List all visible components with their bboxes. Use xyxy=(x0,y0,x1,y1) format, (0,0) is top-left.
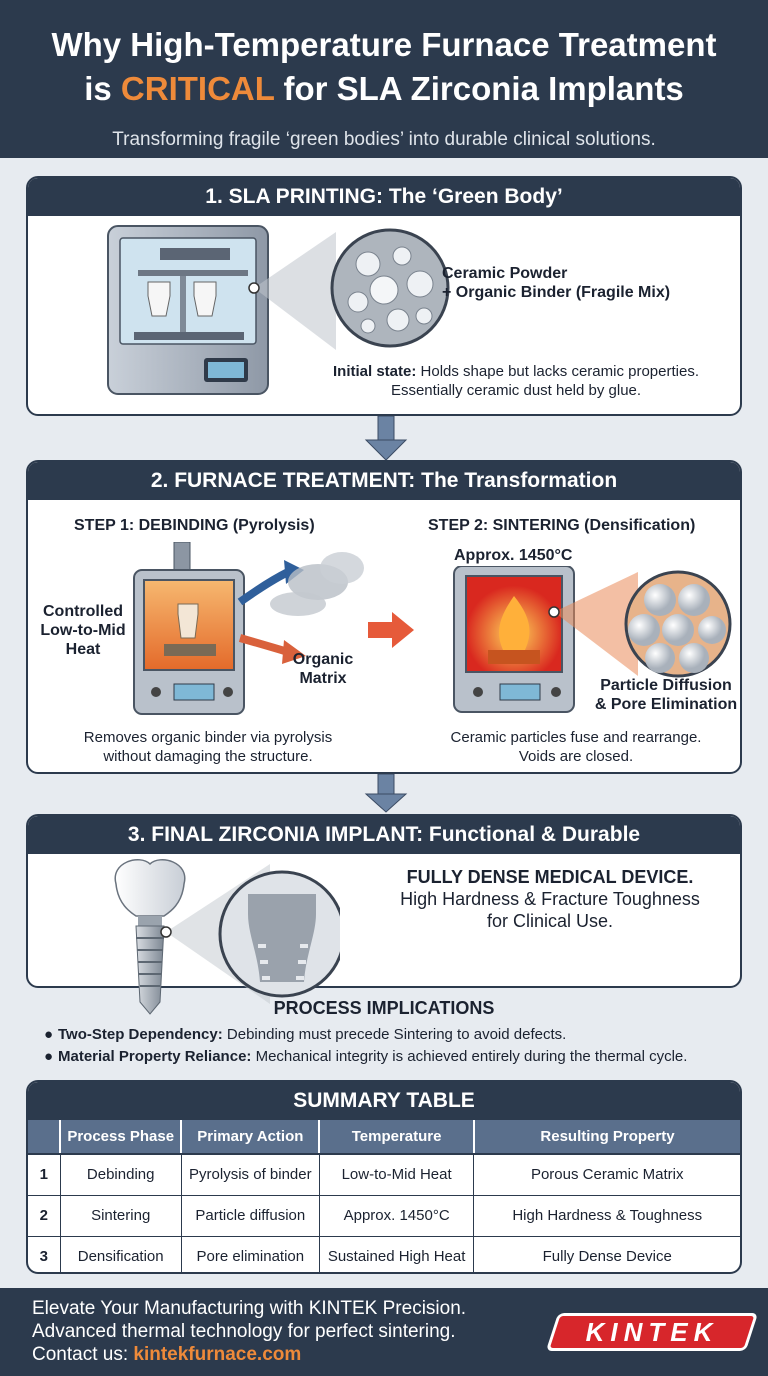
organic-matrix-label: Organic Matrix xyxy=(292,651,354,687)
list-item: ● Material Property Reliance: Mechanical… xyxy=(44,1046,754,1068)
table-header-row: Process Phase Primary Action Temperature… xyxy=(28,1120,740,1155)
bullet-icon: ● xyxy=(44,1048,54,1065)
table-cell: 3 xyxy=(28,1236,61,1272)
bullet-icon: ● xyxy=(44,1026,54,1043)
summary-table: Process Phase Primary Action Temperature… xyxy=(28,1120,740,1272)
zirconia-implant-icon xyxy=(114,859,340,1015)
table-cell: Particle diffusion xyxy=(181,1195,320,1237)
implications-list: ● Two-Step Dependency: Debinding must pr… xyxy=(44,1024,754,1068)
table-cell: Sintering xyxy=(60,1195,182,1237)
sla-printer-icon xyxy=(107,225,336,395)
table-cell: Fully Dense Device xyxy=(542,1248,672,1266)
step1-description: Removes organic binder via pyrolysis wit… xyxy=(83,729,333,765)
table-cell: Debinding xyxy=(60,1154,182,1196)
arrow-right-icon xyxy=(368,612,414,648)
particle-diffusion-label: Particle Diffusion & Pore Elimination xyxy=(594,677,738,713)
table-row: 1 Debinding Pyrolysis of binder Low-to-M… xyxy=(28,1154,740,1196)
heat-label: Controlled Low-to-Mid Heat xyxy=(40,603,126,658)
arrow-down-icon xyxy=(364,774,408,813)
summary-table-card: SUMMARY TABLE Process Phase Primary Acti… xyxy=(26,1080,742,1274)
section-sla-printing: 1. SLA PRINTING: The ‘Green Body’ xyxy=(26,176,742,416)
initial-state-text: Initial state: Holds shape but lacks cer… xyxy=(333,363,699,399)
arrow-down-icon xyxy=(364,416,408,461)
table-row: 2 Sintering Particle diffusion Approx. 1… xyxy=(28,1195,740,1237)
page-subtitle: Transforming fragile ‘green bodies’ into… xyxy=(112,129,656,150)
table-header-cell: Process Phase xyxy=(60,1120,183,1155)
table-header-cell: Primary Action xyxy=(181,1120,321,1155)
table-cell: Approx. 1450°C xyxy=(319,1195,475,1237)
section1-heading: 1. SLA PRINTING: The ‘Green Body’ xyxy=(28,178,740,216)
list-item: ● Two-Step Dependency: Debinding must pr… xyxy=(44,1024,754,1046)
table-cell: Porous Ceramic Matrix xyxy=(473,1154,740,1196)
section-furnace-treatment: 2. FURNACE TREATMENT: The Transformation… xyxy=(26,460,742,774)
step2-description: Ceramic particles fuse and rearrange. Vo… xyxy=(450,729,702,765)
table-header-cell: Resulting Property xyxy=(473,1120,740,1155)
section3-heading: 3. FINAL ZIRCONIA IMPLANT: Functional & … xyxy=(28,816,740,854)
table-header-cell: Temperature xyxy=(319,1120,475,1155)
contact-link[interactable]: kintekfurnace.com xyxy=(133,1344,302,1365)
title-highlight: CRITICAL xyxy=(120,70,275,107)
summary-table-title: SUMMARY TABLE xyxy=(28,1082,740,1120)
table-cell: High Hardness & Toughness xyxy=(473,1195,740,1237)
table-cell: 2 xyxy=(28,1195,61,1237)
footer-text: Elevate Your Manufacturing with KINTEK P… xyxy=(32,1298,467,1365)
table-header-cell xyxy=(28,1120,61,1155)
sintering-furnace-icon xyxy=(453,566,732,713)
implications-title: PROCESS IMPLICATIONS xyxy=(273,998,495,1018)
table-cell: 1 xyxy=(28,1154,61,1196)
page-footer: Elevate Your Manufacturing with KINTEK P… xyxy=(0,1288,768,1376)
table-cell: Pyrolysis of binder xyxy=(181,1154,320,1196)
final-device-text: FULLY DENSE MEDICAL DEVICE. High Hardnes… xyxy=(400,867,700,931)
step1-title: STEP 1: DEBINDING (Pyrolysis) xyxy=(74,517,315,534)
table-cell: Densification xyxy=(60,1236,182,1272)
table-cell: Pore elimination xyxy=(181,1236,320,1272)
ceramic-powder-closeup-icon xyxy=(330,228,450,348)
page-title: Why High-Temperature Furnace Treatment i… xyxy=(51,26,717,107)
step2-title: STEP 2: SINTERING (Densification) xyxy=(428,517,696,534)
kintek-logo: KINTEK xyxy=(545,1313,759,1351)
sintering-temperature: Approx. 1450°C xyxy=(454,547,573,564)
table-row: 3 Densification Pore elimination Sustain… xyxy=(28,1236,740,1272)
debinding-furnace-icon xyxy=(133,542,364,715)
section2-heading: 2. FURNACE TREATMENT: The Transformation xyxy=(28,462,740,500)
ceramic-mix-label: Ceramic Powder + Organic Binder (Fragile… xyxy=(442,265,671,301)
table-cell: Sustained High Heat xyxy=(319,1236,475,1272)
table-cell: Low-to-Mid Heat xyxy=(319,1154,475,1196)
page-header: Why High-Temperature Furnace Treatment i… xyxy=(0,0,768,158)
